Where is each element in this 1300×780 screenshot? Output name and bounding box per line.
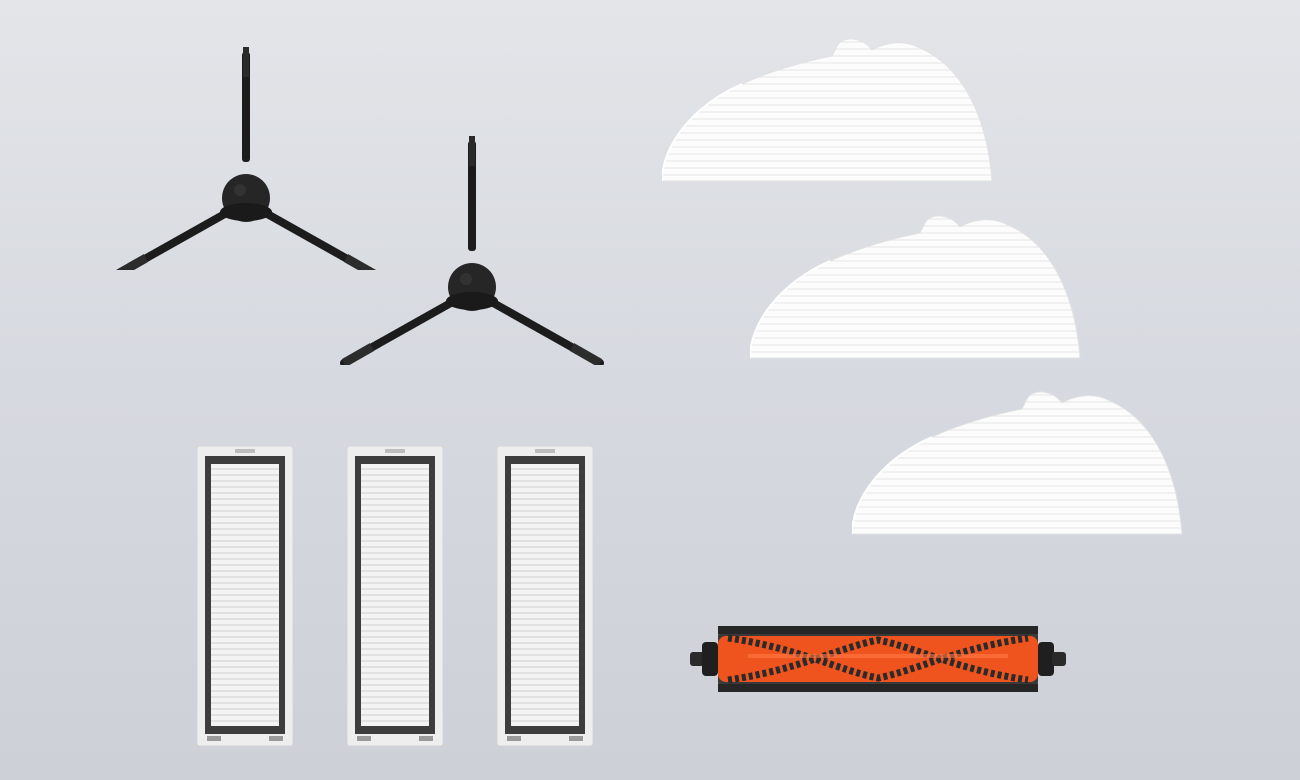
filter-icon [197,446,293,746]
mop-pad-icon [662,36,994,184]
filter-icon [497,446,593,746]
side-brush-icon [325,115,625,365]
filter-icon [347,446,443,746]
roller-brush-icon [688,618,1068,700]
mop-pad-icon [852,389,1184,537]
mop-pad-icon [750,213,1082,361]
